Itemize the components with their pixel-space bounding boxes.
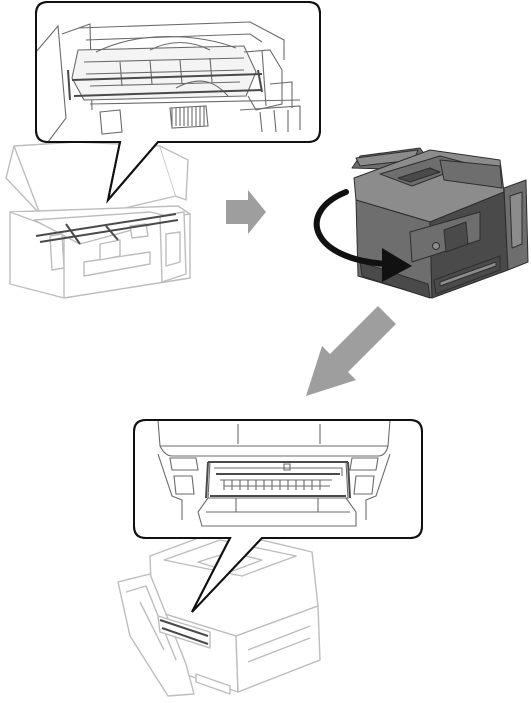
arrow-down-left-icon [306, 306, 396, 396]
printer-back-cover-open [117, 529, 321, 697]
rear-paper-path-detail [133, 419, 423, 613]
hatched-plate [171, 106, 205, 126]
rear-paper-path [159, 619, 209, 645]
print-head-rail [35, 213, 179, 245]
printer-rotate-to-back [351, 147, 529, 299]
arrow-right-icon [226, 190, 266, 234]
print-head-area-detail [35, 1, 321, 204]
rotate-arrow-icon [313, 189, 412, 282]
printer-open-scanner-unit [5, 141, 191, 299]
